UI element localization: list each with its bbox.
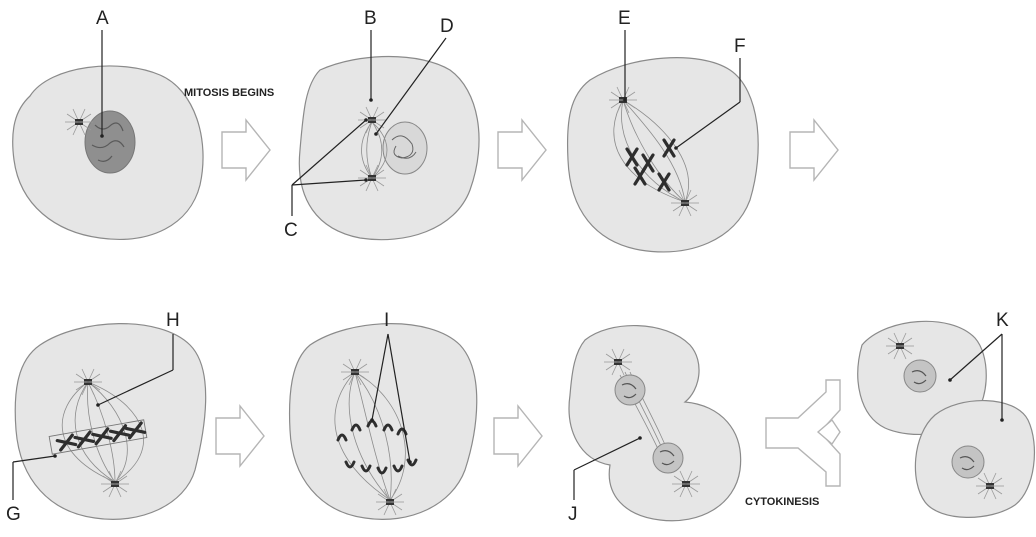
svg-text:J: J: [568, 504, 578, 525]
caption-mitosis-begins: MITOSIS BEGINS: [184, 87, 274, 99]
svg-text:G: G: [6, 504, 21, 525]
label-d: D: [374, 16, 454, 136]
svg-text:I: I: [384, 310, 389, 331]
prometaphase-cell: [566, 57, 759, 253]
label-c: C: [284, 118, 368, 241]
prophase-cell: [298, 55, 480, 241]
svg-text:F: F: [734, 36, 746, 57]
label-e: E: [618, 8, 631, 102]
svg-text:A: A: [96, 8, 109, 29]
svg-text:C: C: [284, 220, 298, 241]
anaphase-cell: [288, 323, 478, 520]
label-f: F: [674, 36, 746, 150]
arrow-3: [789, 118, 839, 182]
telophase-cell: [568, 325, 742, 522]
label-j: J: [568, 436, 642, 525]
label-b: B: [364, 8, 377, 102]
svg-text:D: D: [440, 16, 454, 37]
caption-cytokinesis: CYTOKINESIS: [745, 496, 819, 508]
split-arrow-notch: [816, 418, 841, 446]
label-k: K: [948, 310, 1009, 422]
arrow-5: [493, 404, 543, 468]
label-h: H: [96, 310, 180, 407]
arrow-4: [215, 404, 265, 468]
svg-text:H: H: [166, 310, 180, 331]
label-i: I: [370, 310, 412, 464]
label-g: G: [6, 454, 57, 525]
metaphase-cell: [14, 323, 207, 520]
daughter-cell-bottom: [914, 399, 1035, 518]
arrow-2: [497, 118, 547, 182]
svg-text:E: E: [618, 8, 631, 29]
svg-text:K: K: [996, 310, 1009, 331]
arrow-1: [221, 118, 271, 182]
svg-text:B: B: [364, 8, 377, 29]
interphase-cell: [12, 65, 204, 240]
label-a: A: [96, 8, 109, 138]
